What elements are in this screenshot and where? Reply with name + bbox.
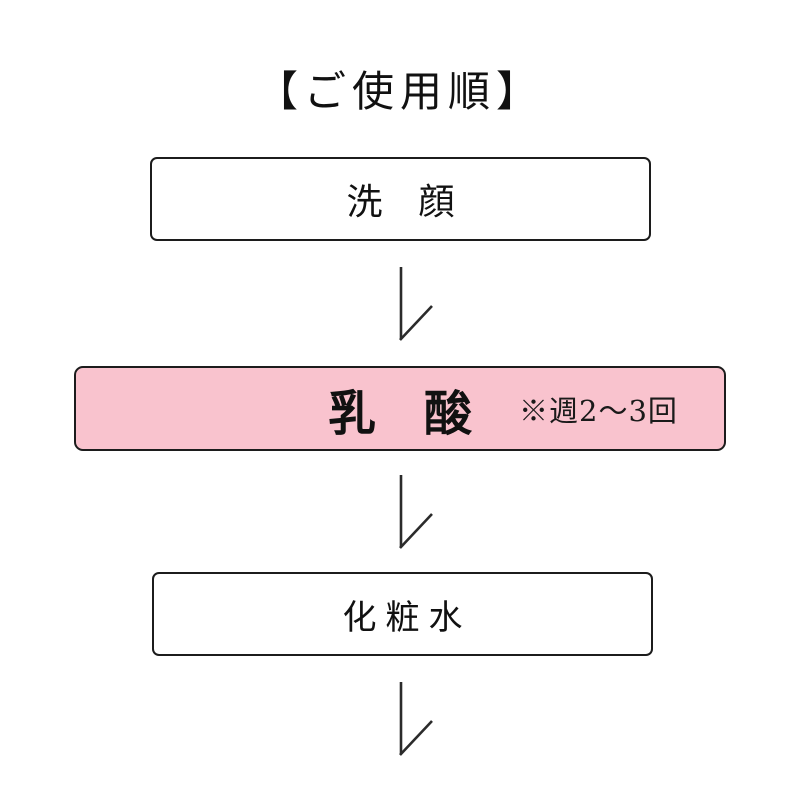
down-arrow-icon [397,474,439,552]
step-label-face-wash: 洗 顔 [346,182,455,223]
step-label-toner: 化粧水 [342,597,472,638]
step-label-lactic-acid: 乳 酸 [327,385,472,442]
step-box-toner: 化粧水 [152,572,653,656]
step-note-frequency: ※週2〜3回 [519,393,678,428]
step-box-face-wash: 洗 顔 [150,157,651,241]
diagram-title: 【ご使用順】 [255,67,544,116]
down-arrow-icon [397,681,439,759]
step-box-lactic-acid: 乳 酸 ※週2〜3回 [74,366,726,451]
down-arrow-icon [397,266,439,344]
